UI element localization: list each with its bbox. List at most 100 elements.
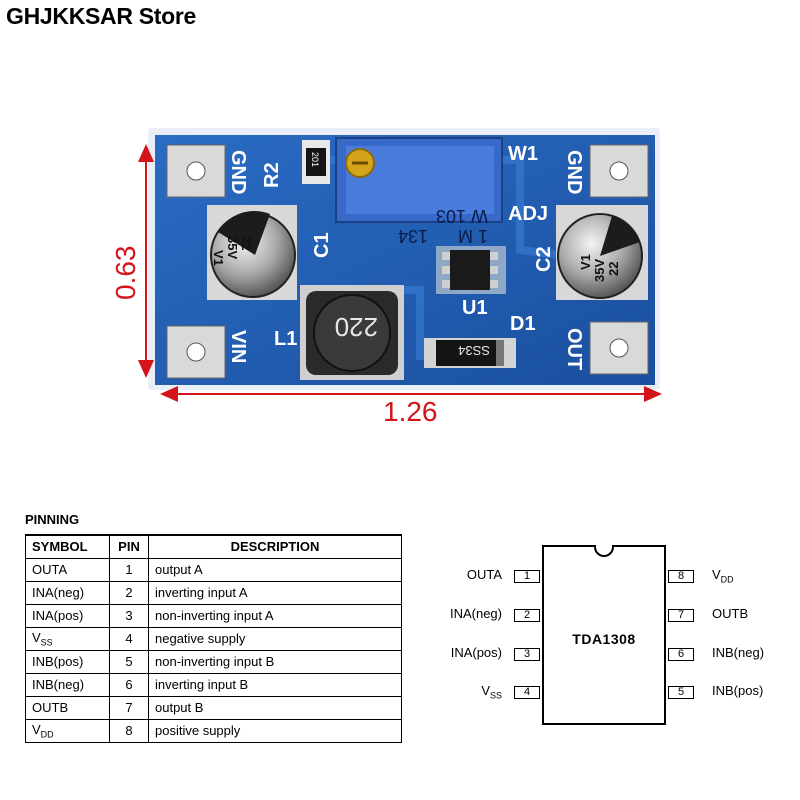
inductor-l1: 220 bbox=[300, 285, 404, 380]
cell-symbol: INA(pos) bbox=[25, 603, 110, 628]
pin-label-text: INA(neg) bbox=[449, 606, 502, 621]
header-symbol: SYMBOL bbox=[25, 534, 110, 559]
pin-label: VSS bbox=[422, 683, 502, 701]
pot-text-2: 1 M bbox=[458, 226, 488, 246]
c1-voltage: 35V bbox=[225, 236, 240, 259]
symbol-text: INA(neg) bbox=[32, 585, 85, 600]
symbol-text: V bbox=[32, 629, 41, 645]
pin-number-box: 3 bbox=[514, 648, 540, 661]
cell-symbol: INB(neg) bbox=[25, 672, 110, 697]
ic-name: TDA1308 bbox=[572, 631, 636, 647]
pad-vin bbox=[166, 325, 226, 379]
pcb-board-photo: GND VIN GND OUT R2 C1 C2 W1 ADJ L1 U1 D1… bbox=[138, 128, 662, 402]
c1-value: 22 bbox=[239, 236, 254, 250]
silk-gnd-right: GND bbox=[563, 150, 585, 194]
c2-value: 22 bbox=[606, 262, 621, 276]
capacitor-c1: 22 35V V1 bbox=[207, 205, 297, 300]
silk-c1: C1 bbox=[311, 232, 333, 258]
pin-label-text: INA(pos) bbox=[450, 645, 502, 660]
symbol-text: INA(pos) bbox=[32, 608, 84, 623]
pin-label-subscript: SS bbox=[489, 690, 502, 701]
ic-body: TDA1308 bbox=[542, 545, 666, 725]
cell-pin: 4 bbox=[109, 626, 149, 651]
pin-label: OUTA bbox=[422, 567, 502, 582]
silk-w1: W1 bbox=[508, 143, 538, 165]
cell-symbol: VDD bbox=[25, 718, 110, 743]
pin-label-text: INB(neg) bbox=[712, 645, 765, 660]
cell-pin: 2 bbox=[109, 580, 149, 605]
c2-voltage: 35V bbox=[592, 259, 607, 282]
silk-out: OUT bbox=[563, 328, 585, 370]
cell-description: output B bbox=[148, 695, 402, 720]
symbol-subscript: SS bbox=[40, 637, 53, 648]
resistor-code: 201 bbox=[310, 152, 320, 167]
cell-description: output A bbox=[148, 557, 402, 582]
pin-label: OUTB bbox=[712, 606, 748, 621]
ic-notch bbox=[594, 545, 614, 557]
pad-gnd-left bbox=[166, 144, 226, 198]
pin-label: INA(pos) bbox=[422, 645, 502, 660]
cell-description: positive supply bbox=[148, 718, 402, 743]
diode-d1: SS34 bbox=[424, 338, 516, 368]
pin-label-text: V bbox=[481, 683, 490, 698]
c2-mark: V1 bbox=[578, 254, 593, 270]
diode-code: SS34 bbox=[458, 343, 490, 358]
cell-description: negative supply bbox=[148, 626, 402, 651]
silk-l1: L1 bbox=[274, 328, 297, 350]
symbol-text: V bbox=[32, 721, 41, 737]
capacitor-c2: 22 35V V1 bbox=[556, 205, 648, 300]
pin-label: VDD bbox=[712, 567, 734, 585]
cell-symbol: VSS bbox=[25, 626, 110, 651]
symbol-text: OUTB bbox=[32, 700, 69, 715]
potentiometer-w1: W 103 1 M 134 bbox=[335, 137, 503, 246]
cell-pin: 8 bbox=[109, 718, 149, 743]
dimension-lines bbox=[138, 144, 662, 402]
cell-pin: 3 bbox=[109, 603, 149, 628]
pad-out bbox=[589, 321, 649, 375]
silk-vin: VIN bbox=[227, 330, 249, 363]
board-width-label: 1.26 bbox=[383, 396, 438, 427]
pin-number-box: 7 bbox=[668, 609, 694, 622]
store-title: GHJKKSAR Store bbox=[6, 3, 197, 29]
cell-description: inverting input A bbox=[148, 580, 402, 605]
cell-pin: 6 bbox=[109, 672, 149, 697]
pin-number-box: 2 bbox=[514, 609, 540, 622]
pot-text-1: W 103 bbox=[436, 206, 488, 226]
symbol-text: INB(pos) bbox=[32, 654, 84, 669]
header-pin: PIN bbox=[109, 534, 149, 559]
c1-mark: V1 bbox=[211, 250, 226, 266]
pin-label-text: OUTA bbox=[466, 567, 502, 582]
cell-symbol: OUTA bbox=[25, 557, 110, 582]
cell-description: inverting input B bbox=[148, 672, 402, 697]
pin-label: INB(neg) bbox=[712, 645, 764, 660]
pin-label: INB(pos) bbox=[712, 683, 763, 698]
cell-pin: 1 bbox=[109, 557, 149, 582]
pinning-title: PINNING bbox=[25, 512, 80, 527]
cell-description: non-inverting input B bbox=[148, 649, 402, 674]
silk-d1: D1 bbox=[510, 313, 536, 335]
cell-pin: 5 bbox=[109, 649, 149, 674]
cell-symbol: INA(neg) bbox=[25, 580, 110, 605]
resistor-r2: 201 bbox=[302, 140, 330, 184]
cell-pin: 7 bbox=[109, 695, 149, 720]
silk-gnd-left: GND bbox=[227, 150, 249, 194]
pin-number-box: 8 bbox=[668, 570, 694, 583]
silk-r2: R2 bbox=[261, 162, 283, 188]
symbol-text: OUTA bbox=[32, 562, 68, 577]
pin-number-box: 5 bbox=[668, 686, 694, 699]
pin-number-box: 6 bbox=[668, 648, 694, 661]
header-description: DESCRIPTION bbox=[148, 534, 402, 559]
silk-u1: U1 bbox=[462, 297, 488, 319]
silk-adj: ADJ bbox=[508, 203, 548, 225]
silk-c2: C2 bbox=[533, 246, 555, 272]
board-height-label: 0.63 bbox=[110, 245, 141, 301]
pin-number-box: 4 bbox=[514, 686, 540, 699]
